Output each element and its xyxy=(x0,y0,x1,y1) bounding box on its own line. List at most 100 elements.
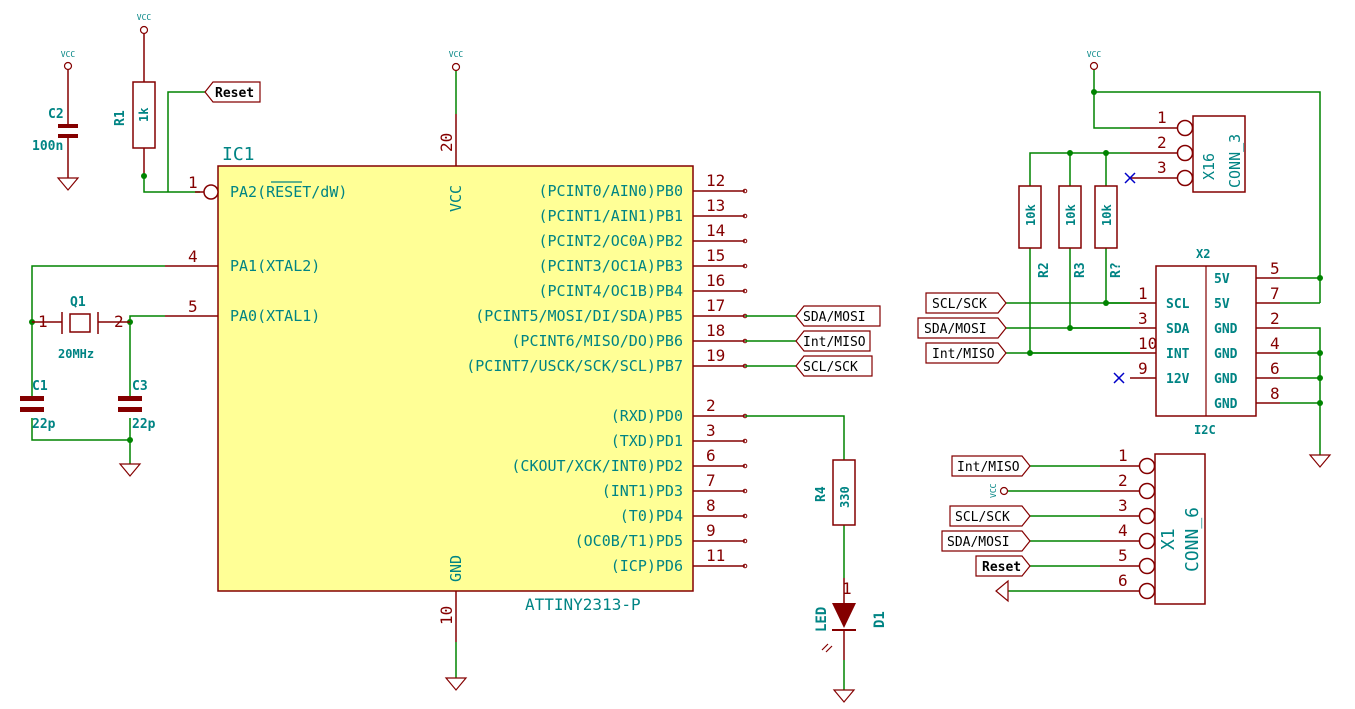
vcc-symbol-right: VCC xyxy=(1087,50,1102,71)
x1-ref: X1 xyxy=(1158,528,1179,550)
ground-symbol xyxy=(118,463,142,477)
net-label: Int/MISO xyxy=(803,335,866,350)
pin-name: PA1(XTAL2) xyxy=(230,257,320,275)
wire-x1 xyxy=(1008,465,1100,592)
pin-name: VCC xyxy=(447,185,465,212)
pin-number: 1 xyxy=(1138,284,1148,303)
pin-name: 5V xyxy=(1214,297,1230,312)
resistor-r4: R4 330 xyxy=(814,459,856,526)
rq-value: 10k xyxy=(1100,204,1114,226)
junction xyxy=(127,437,133,443)
net-label: Reset xyxy=(982,560,1021,575)
pin-number: 2 xyxy=(1118,471,1128,490)
pin-number: 19 xyxy=(706,346,725,365)
pin-number: 1 xyxy=(38,312,48,331)
pin-name: (PCINT1/AIN1)PB1 xyxy=(539,207,684,225)
pin-contact xyxy=(1138,532,1156,550)
rq-ref: R? xyxy=(1109,262,1124,278)
pin-name: GND xyxy=(1214,397,1238,412)
pin-name: PA2(RESET/dW) xyxy=(230,183,347,201)
r1-ref: R1 xyxy=(113,110,128,126)
pin-end xyxy=(742,438,748,444)
pin-number: 15 xyxy=(706,246,725,265)
pin-contact xyxy=(1138,557,1156,575)
net-label: Int/MISO xyxy=(932,347,995,362)
label-int-miso-ic: Int/MISO xyxy=(795,330,871,352)
net-label: SDA/MOSI xyxy=(803,310,866,325)
pin-name: (RXD)PD0 xyxy=(611,407,683,425)
pin-end xyxy=(742,538,748,544)
label-scl-sck-x2: SCL/SCK xyxy=(925,292,1007,314)
pin-name: (PCINT5/MOSI/DI/SDA)PB5 xyxy=(475,307,683,325)
vcc-symbol-x1: VCC xyxy=(989,483,1009,498)
d1-ref: D1 xyxy=(872,611,888,628)
pin-number: 8 xyxy=(1270,384,1280,403)
r3-ref: R3 xyxy=(1073,262,1088,278)
r4-value: 330 xyxy=(838,486,852,508)
pin-number: 6 xyxy=(706,446,716,465)
pin-number: 11 xyxy=(706,546,725,565)
pin-number: 3 xyxy=(1157,158,1167,177)
pin-number: 18 xyxy=(706,321,725,340)
ground-symbol xyxy=(832,689,856,703)
vcc-label: VCC xyxy=(137,13,152,22)
pin-number: 5 xyxy=(1118,546,1128,565)
capacitor-c3: C3 22p xyxy=(118,379,156,432)
pin-number: 2 xyxy=(706,396,716,415)
wire-i2c xyxy=(1006,70,1321,455)
pin-name: (PCINT2/OC0A)PB2 xyxy=(539,232,684,250)
ground-symbol xyxy=(444,677,468,691)
pin-contact xyxy=(1138,507,1156,525)
pin-name: (ICP)PD6 xyxy=(611,557,683,575)
pin-number: 5 xyxy=(188,297,198,316)
pin-name: (PCINT4/OC1B)PB4 xyxy=(539,282,684,300)
c2-ref: C2 xyxy=(48,107,64,122)
ic1-value: ATTINY2313-P xyxy=(525,595,641,614)
net-label: Int/MISO xyxy=(957,460,1020,475)
pin-number: 14 xyxy=(706,221,725,240)
pin-end xyxy=(742,563,748,569)
pin-number: 9 xyxy=(1138,359,1148,378)
r4-ref: R4 xyxy=(814,486,829,502)
x2-ref: X2 xyxy=(1196,247,1210,261)
pin-number: 8 xyxy=(706,496,716,515)
pin-end xyxy=(742,513,748,519)
pin-number: 2 xyxy=(114,312,124,331)
pin-name: (PCINT7/USCK/SCK/SCL)PB7 xyxy=(466,357,683,375)
pin-number: 3 xyxy=(706,421,716,440)
pin-end xyxy=(742,463,748,469)
pin-name: (TXD)PD1 xyxy=(611,432,683,450)
pin-name: SDA xyxy=(1166,322,1190,337)
pin-number: 17 xyxy=(706,296,725,315)
pin-number: 20 xyxy=(437,133,456,152)
resistor-r1: R1 1k xyxy=(113,34,156,176)
net-label: SDA/MOSI xyxy=(947,535,1010,550)
pin-number: 16 xyxy=(706,271,725,290)
pin-number: 12 xyxy=(706,171,725,190)
junction xyxy=(141,173,147,179)
pin-name: GND xyxy=(1214,372,1238,387)
x2-value: I2C xyxy=(1194,423,1216,437)
pin-contact xyxy=(1138,482,1156,500)
pin-end xyxy=(742,238,748,244)
label-sda-mosi-x1: SDA/MOSI xyxy=(941,530,1031,552)
pin-name: (PCINT3/OC1A)PB3 xyxy=(539,257,684,275)
wire-reset xyxy=(143,91,205,193)
r3-value: 10k xyxy=(1064,204,1078,226)
pin-name: (CKOUT/XCK/INT0)PD2 xyxy=(511,457,683,475)
pin-end xyxy=(742,213,748,219)
net-label: Reset xyxy=(215,86,254,101)
pin-number: 3 xyxy=(1138,309,1148,328)
pin-number: 2 xyxy=(1157,133,1167,152)
vcc-label: VCC xyxy=(1087,50,1102,59)
ic1-right-pins: 12(PCINT0/AIN0)PB013(PCINT1/AIN1)PB114(P… xyxy=(466,171,748,575)
x16-ref: X16 xyxy=(1200,153,1218,180)
label-reset-ic: Reset xyxy=(204,81,261,103)
pin-name: GND xyxy=(1214,347,1238,362)
r2-ref: R2 xyxy=(1037,262,1052,278)
ic1-body xyxy=(217,165,694,592)
pin-number: 4 xyxy=(1118,521,1128,540)
resistor-r3: 10k R3 xyxy=(1058,185,1088,278)
